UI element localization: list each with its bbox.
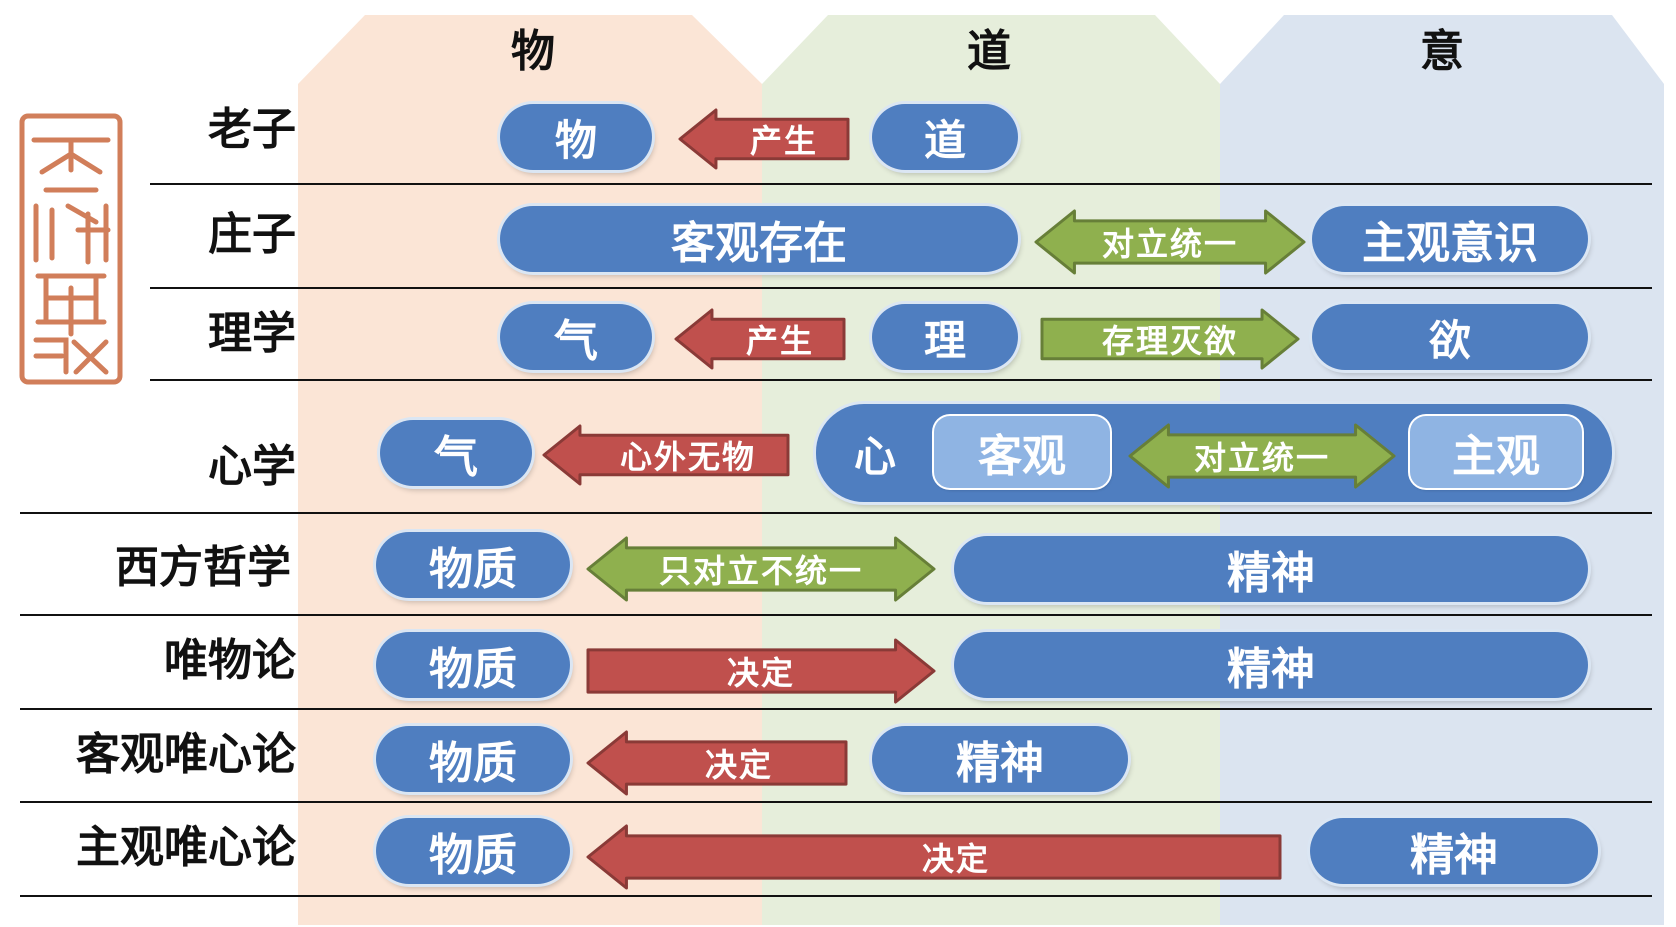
row-label-lixue: 理学 (208, 308, 296, 359)
row-label-xinxue: 心学 (208, 441, 296, 492)
arrow-body (674, 308, 846, 370)
lixue-li-node: 理 (872, 304, 1018, 370)
arrow-body (586, 536, 936, 602)
materialism-matter-node: 物质 (376, 632, 570, 698)
row-label-zhuangzi: 庄子 (208, 209, 296, 260)
arrow-body (678, 108, 850, 170)
zhuangzi-objective-node: 客观存在 (500, 206, 1018, 272)
laozi-dao-node: 道 (872, 104, 1018, 170)
arrow-shape (1034, 209, 1306, 275)
subjective-idealism-spirit-node: 精神 (1310, 818, 1598, 884)
subjective-idealism-determine-arrow: 决定 (586, 824, 1282, 890)
laozi-wu-node: 物 (500, 104, 652, 170)
xinxue-mind-label: 心 (854, 431, 897, 481)
arrow-shape (674, 308, 846, 370)
zhuangzi-unity-arrow: 对立统一 (1034, 209, 1306, 275)
arrow-body (1128, 423, 1396, 489)
objective-idealism-determine-arrow: 决定 (586, 730, 848, 796)
arrow-body (586, 730, 848, 796)
arrow-shape (678, 108, 850, 170)
materialism-determine-arrow: 决定 (586, 638, 936, 704)
western-matter-node: 物质 (376, 532, 570, 598)
lixue-qi-node: 气 (500, 304, 652, 370)
xinxue-no-outside-arrow: 心外无物 (542, 424, 790, 486)
arrow-shape (542, 424, 790, 486)
red-seal-icon (19, 113, 123, 385)
arrow-body (586, 638, 936, 704)
xinxue-unity-arrow: 对立统一 (1128, 423, 1396, 489)
row-label-subjective-idealism: 主观唯心论 (76, 822, 296, 873)
lixue-desire-node: 欲 (1312, 304, 1588, 370)
arrow-shape (586, 536, 936, 602)
column-heading-yi: 意 (1420, 26, 1464, 77)
row-label-western: 西方哲学 (115, 542, 291, 593)
arrow-shape (586, 824, 1282, 890)
objective-idealism-matter-node: 物质 (376, 726, 570, 792)
xinxue-subjective-node: 主观 (1410, 416, 1582, 488)
arrow-body (586, 824, 1282, 890)
materialism-spirit-node: 精神 (954, 632, 1588, 698)
objective-idealism-spirit-node: 精神 (872, 726, 1128, 792)
row-label-objective-idealism: 客观唯心论 (76, 729, 296, 780)
row-label-laozi: 老子 (208, 104, 296, 155)
arrow-body (1034, 209, 1306, 275)
arrow-shape (1128, 423, 1396, 489)
lixue-produce-arrow: 产生 (674, 308, 846, 370)
column-heading-wu: 物 (511, 26, 555, 77)
zhuangzi-subjective-node: 主观意识 (1312, 206, 1588, 272)
western-opposition-arrow: 只对立不统一 (586, 536, 936, 602)
arrow-body (542, 424, 790, 486)
column-heading-dao: 道 (967, 26, 1011, 77)
xinxue-qi-node: 气 (380, 420, 532, 486)
lixue-suppress-desire-arrow: 存理灭欲 (1040, 308, 1300, 370)
row-separator-lines (20, 183, 1652, 897)
subjective-idealism-matter-node: 物质 (376, 818, 570, 884)
row-label-materialism: 唯物论 (164, 635, 296, 686)
western-spirit-node: 精神 (954, 536, 1588, 602)
arrow-shape (1040, 308, 1300, 370)
arrow-shape (586, 730, 848, 796)
arrow-shape (586, 638, 936, 704)
arrow-body (1040, 308, 1300, 370)
laozi-produce-arrow: 产生 (678, 108, 850, 170)
xinxue-objective-node: 客观 (934, 416, 1110, 488)
